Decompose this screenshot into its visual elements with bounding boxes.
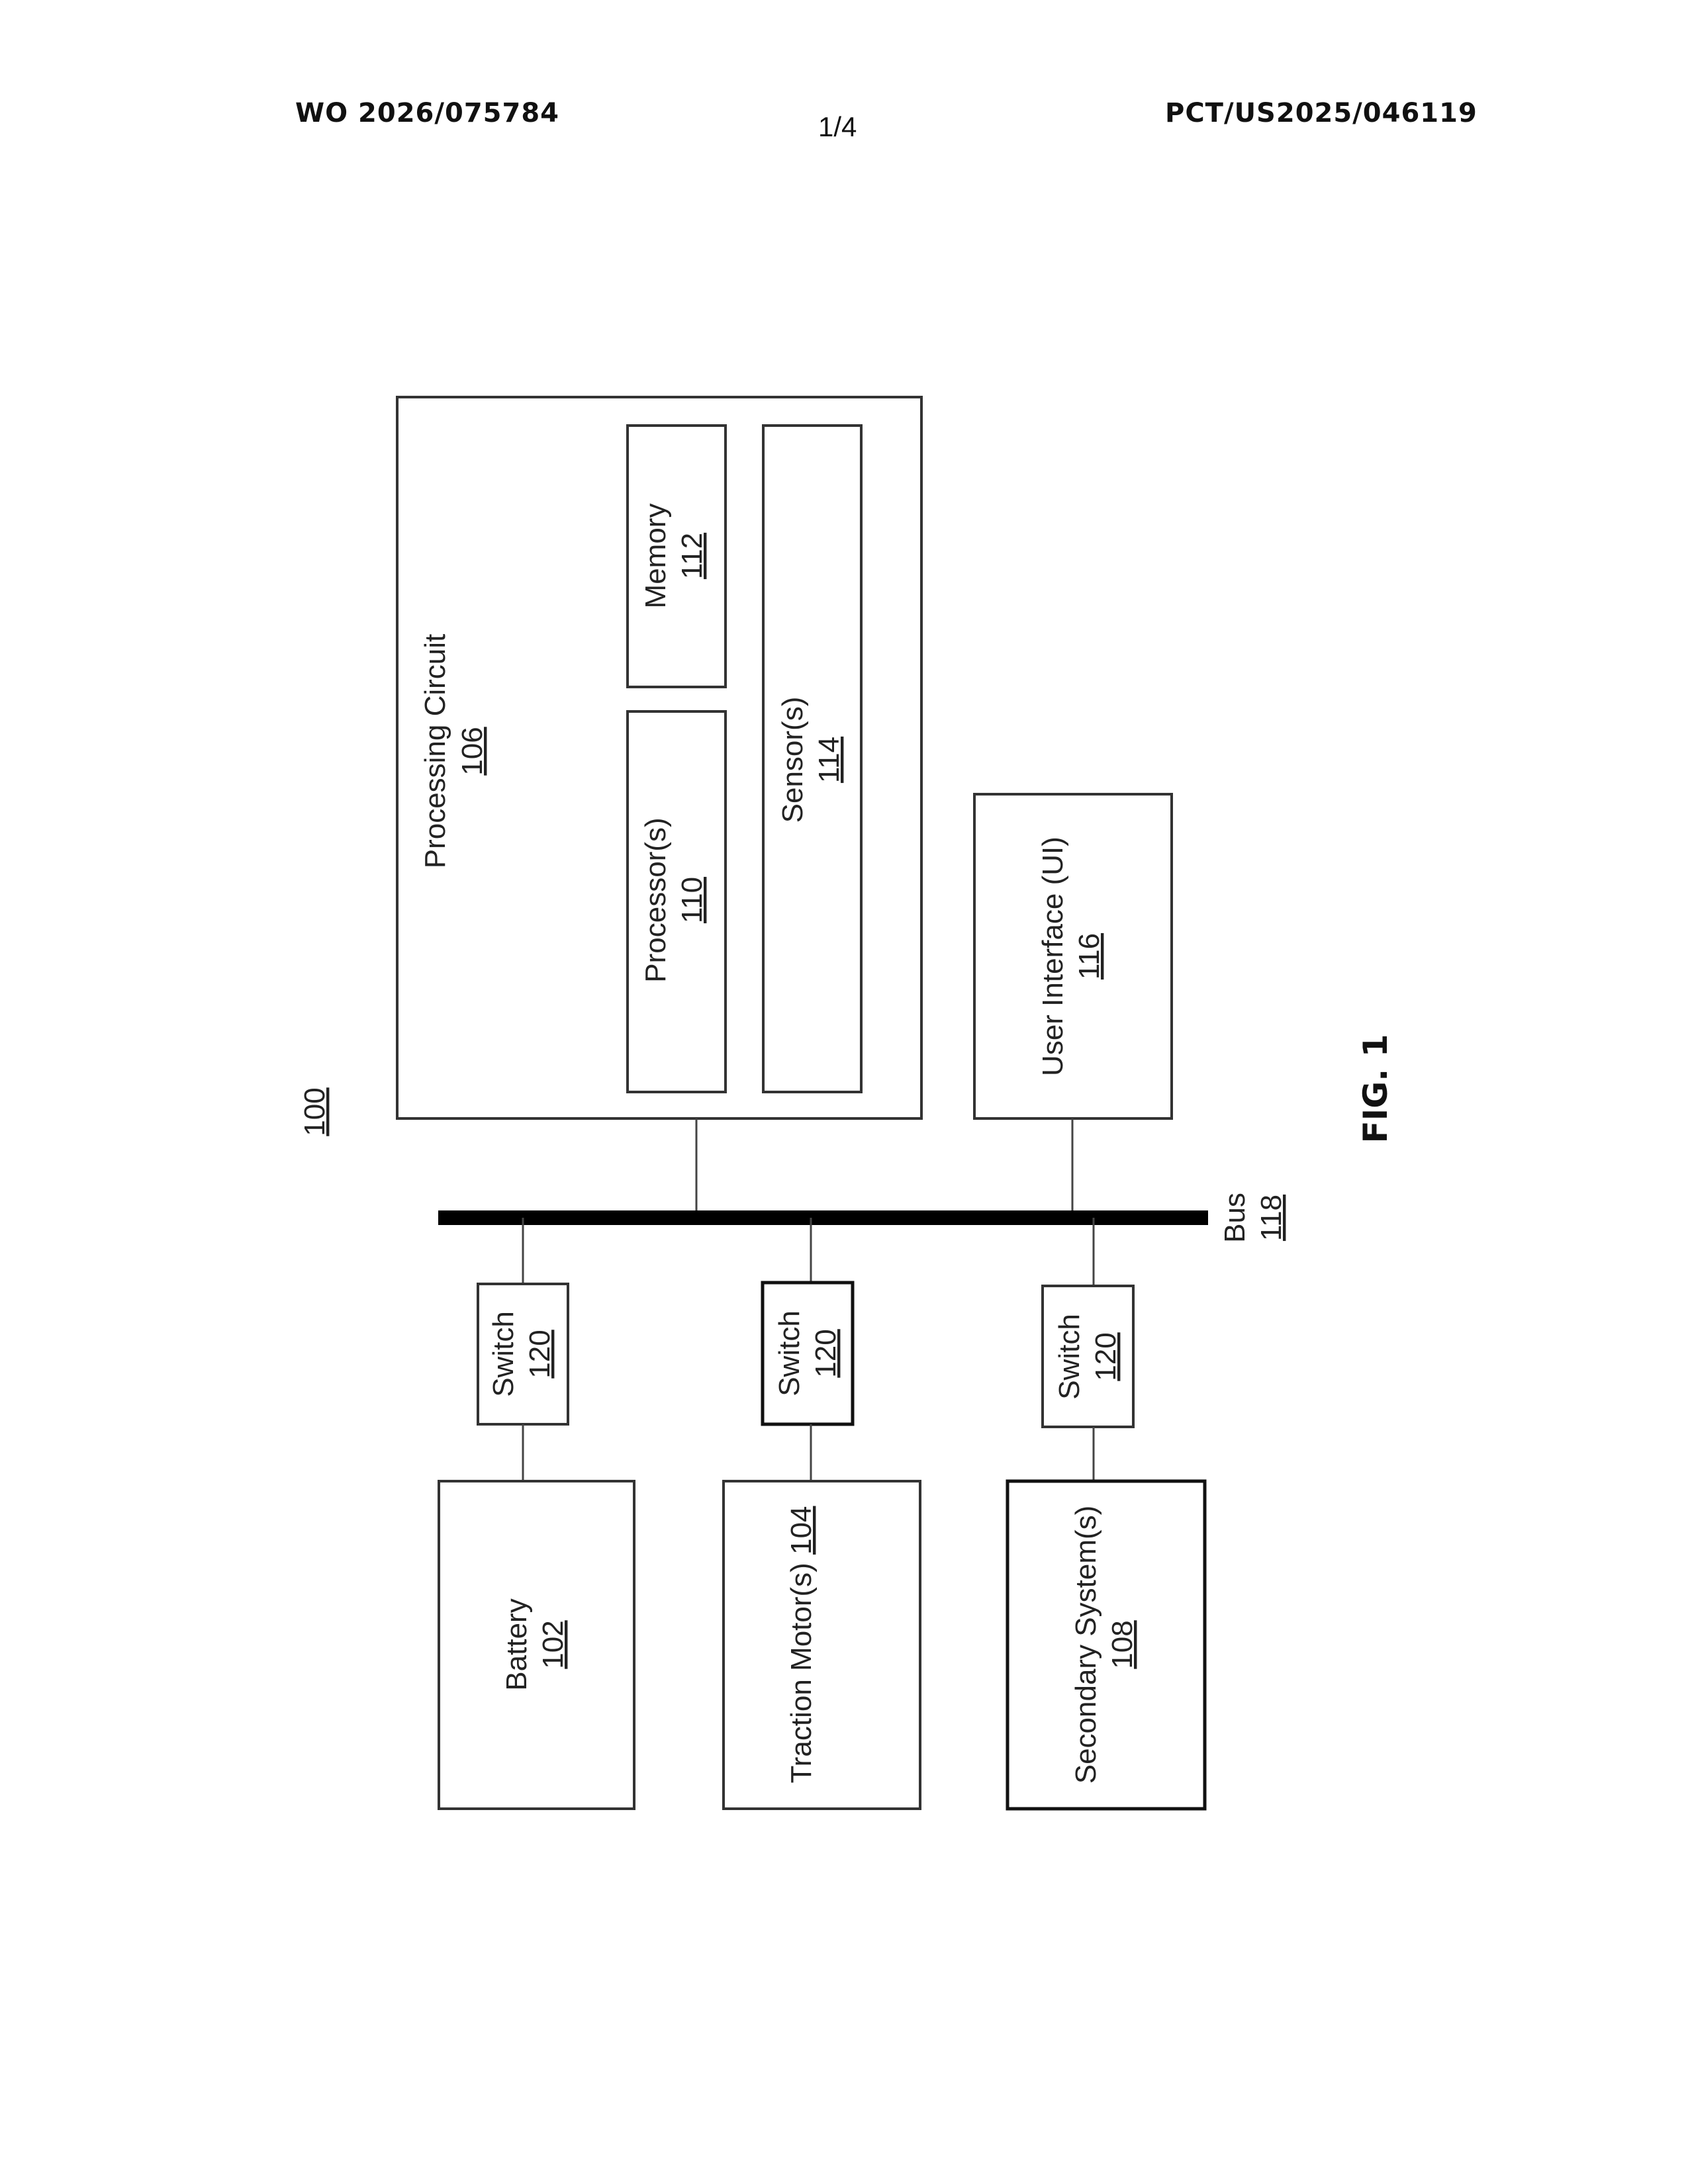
switch-3-number: 120: [1090, 1332, 1122, 1381]
switch-2-label: Switch: [773, 1310, 806, 1396]
system-ref-number: 100: [299, 1087, 331, 1136]
memory-number: 112: [676, 533, 708, 579]
battery-label: Battery: [500, 1598, 533, 1690]
traction-motor-box: [724, 1481, 920, 1809]
processor-number: 110: [676, 877, 708, 923]
battery-number: 102: [537, 1620, 569, 1668]
processing-circuit-label: Processing Circuit: [419, 634, 451, 869]
sensor-label: Sensor(s): [776, 697, 809, 823]
user-interface-label: User Interface (UI): [1037, 837, 1069, 1076]
figure-label: FIG. 1: [1356, 1034, 1395, 1144]
switch-3-label: Switch: [1053, 1314, 1086, 1400]
bus-number: 118: [1255, 1195, 1288, 1241]
secondary-system-number: 108: [1106, 1620, 1139, 1668]
secondary-system-label: Secondary System(s): [1070, 1506, 1102, 1784]
switch-1-number: 120: [524, 1330, 556, 1378]
traction-motor-number: 104: [785, 1506, 818, 1555]
switch-1-label: Switch: [487, 1311, 520, 1397]
traction-motor-label: Traction Motor(s) 104: [785, 1506, 818, 1784]
processing-circuit-number: 106: [456, 727, 489, 775]
sensor-number: 114: [813, 737, 845, 783]
switch-2-number: 120: [810, 1329, 842, 1377]
bus-label: Bus: [1219, 1193, 1251, 1243]
traction-motor-label-text: Traction Motor(s): [785, 1563, 818, 1783]
memory-label: Memory: [639, 504, 672, 609]
user-interface-number: 116: [1073, 933, 1105, 979]
processor-label: Processor(s): [639, 817, 672, 982]
